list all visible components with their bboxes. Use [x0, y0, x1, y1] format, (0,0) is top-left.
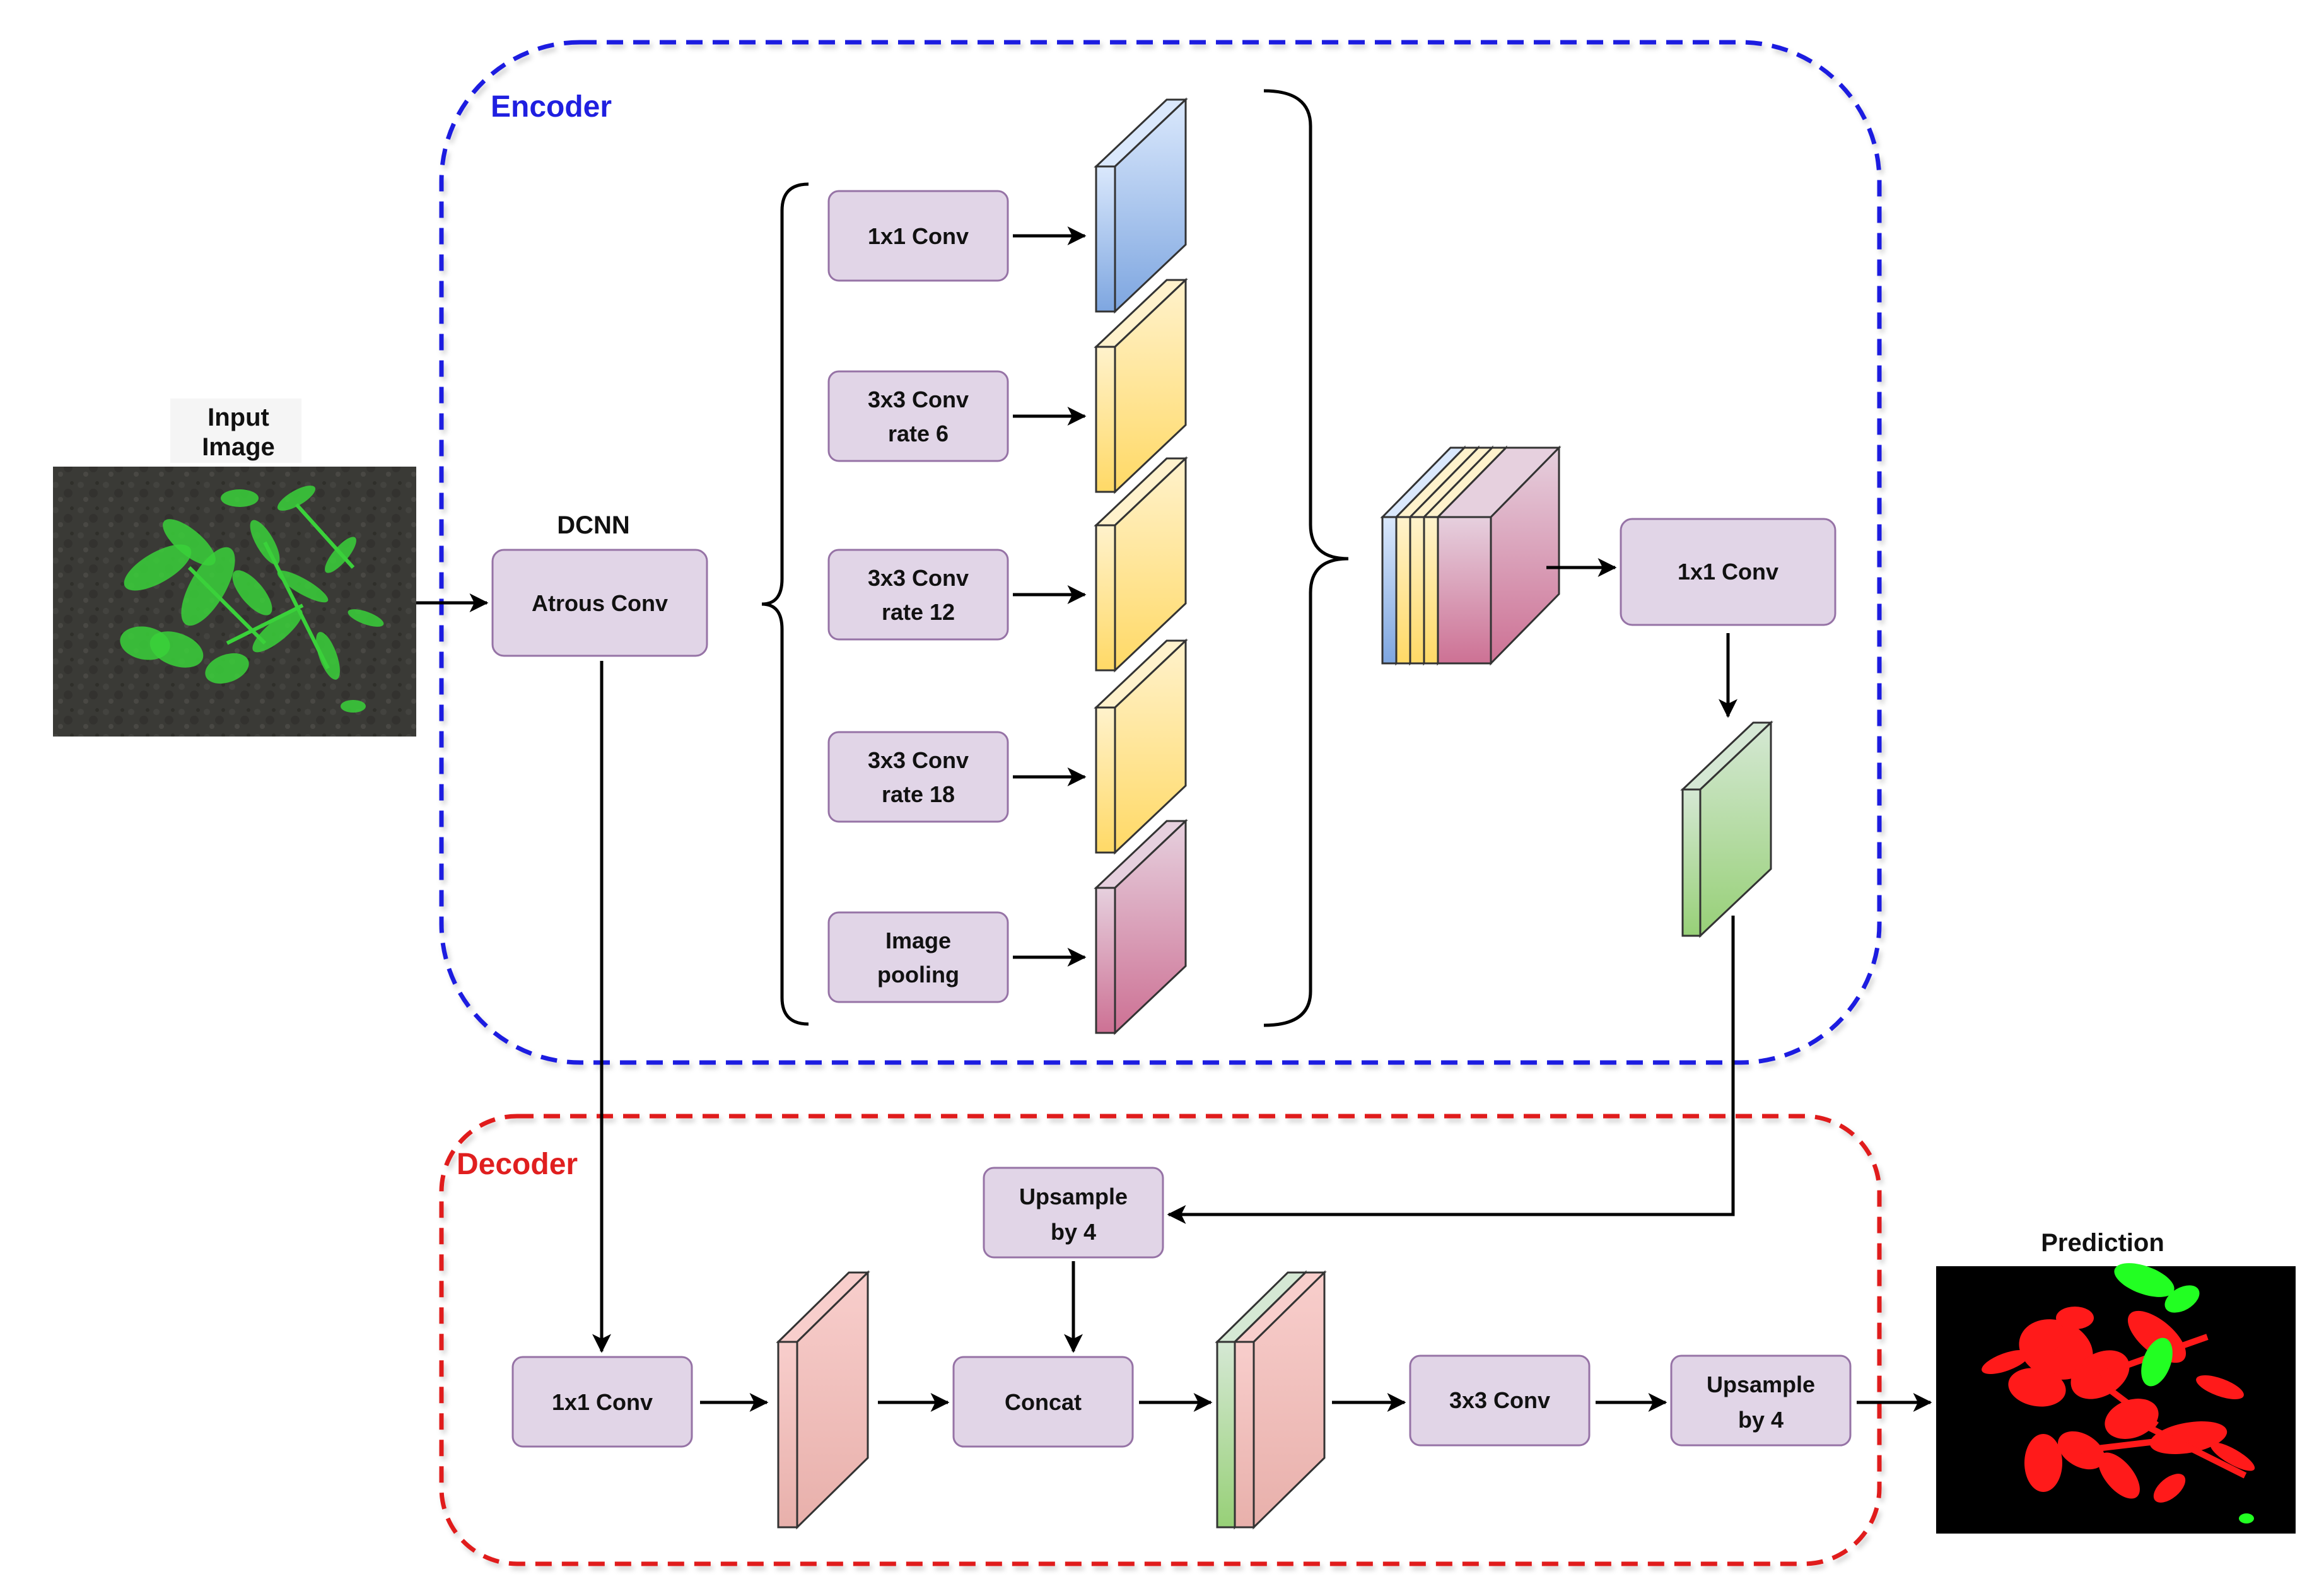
decoder-1x1-conv-label: 1x1 Conv [552, 1389, 653, 1415]
aspp-label-2-line-2: rate 6 [888, 421, 949, 446]
aspp-feature-1 [1094, 97, 1188, 314]
prediction-weed-region-9 [2024, 1434, 2062, 1492]
arrow-green-to-upsample [1167, 916, 1735, 1224]
prediction-weed-region-11 [2153, 1474, 2186, 1503]
plant-stem-2 [263, 541, 330, 670]
encoder-region [439, 40, 1882, 1065]
aspp-right-brace [1263, 89, 1349, 1027]
aspp-label-4-line-2: rate 18 [882, 781, 955, 807]
atrous-conv-label: Atrous Conv [532, 590, 668, 616]
input-plants [120, 486, 384, 713]
aspp-box-5 [827, 911, 1009, 1003]
concat-box: Concat [952, 1356, 1134, 1448]
aspp-label-3-line-2: rate 12 [882, 599, 955, 625]
prediction-image [1936, 1263, 2296, 1534]
prediction-weed-region-8 [2196, 1375, 2244, 1399]
encoder-1x1-conv-label: 1x1 Conv [1678, 559, 1778, 585]
aspp-label-5-line-1: Image [885, 928, 951, 953]
prediction-weed-stem-1 [2054, 1347, 2159, 1428]
aspp-branch-2: 3x3 Conv rate 6 [827, 277, 1188, 494]
plant-leaf-14 [120, 626, 170, 660]
green-feature [1680, 720, 1773, 938]
encoder-label: Encoder [491, 90, 612, 124]
concat-layer-5 [1435, 445, 1562, 666]
input-label-line-2: Image [202, 433, 275, 461]
decoder-3x3-conv-box: 3x3 Conv [1409, 1354, 1591, 1447]
dcnn-label: DCNN [557, 511, 630, 539]
plant-leaf-15 [232, 570, 272, 615]
prediction-weed-stem-4 [2130, 1416, 2247, 1479]
salmon-layer [1232, 1270, 1327, 1530]
aspp-feature-5 [1094, 818, 1188, 1035]
arrows [416, 558, 1932, 1412]
aspp-branch-1: 1x1 Conv [827, 97, 1188, 314]
plant-leaf-13 [347, 609, 384, 627]
aspp-label-5-line-2: pooling [877, 962, 959, 987]
prediction-crop-region-2 [2164, 1285, 2200, 1313]
plant-leaf-16 [341, 700, 366, 713]
aspp-left-brace [761, 182, 809, 1026]
upsample-2-box: Upsample by 4 [1670, 1354, 1852, 1447]
aspp-box-2 [827, 370, 1009, 462]
aspp-branch-3: 3x3 Conv rate 12 [827, 456, 1188, 673]
prediction-weed-region-13 [2210, 1442, 2255, 1471]
decoder-concat-feature [1215, 1270, 1327, 1530]
aspp-branch-5: Image pooling [827, 818, 1188, 1035]
plant-leaf-8 [277, 570, 329, 603]
plant-leaf-1 [124, 544, 192, 591]
upsample-2-label-line-2: by 4 [1738, 1407, 1784, 1433]
input-label-bg [170, 399, 301, 463]
plant-leaf-11 [221, 489, 259, 507]
plant-stem-3 [295, 503, 355, 569]
prediction-segmentation [1982, 1263, 2255, 1523]
aspp-feature-2 [1094, 277, 1188, 494]
aspp-box-1 [827, 190, 1009, 282]
prediction-weed-region-10 [2098, 1452, 2140, 1499]
encoder-concat-stack [1380, 445, 1562, 666]
aspp-box-4 [827, 731, 1009, 823]
aspp-feature-4 [1094, 638, 1188, 855]
atrous-conv-box: Atrous Conv [491, 549, 708, 657]
upsample-1-box: Upsample by 4 [983, 1167, 1164, 1259]
plant-stem-4 [226, 603, 304, 645]
concat-label: Concat [1005, 1389, 1082, 1415]
decoder-1x1-conv-box: 1x1 Conv [511, 1356, 693, 1448]
prediction-crop-region-4 [2239, 1513, 2254, 1523]
upsample-2-label-line-1: Upsample [1707, 1372, 1815, 1397]
upsample-1-label-line-2: by 4 [1051, 1219, 1096, 1245]
encoder-output-feature [1680, 720, 1773, 938]
aspp-label-1: 1x1 Conv [868, 223, 969, 249]
prediction-weed-region-3 [2008, 1368, 2066, 1407]
aspp-branch-4: 3x3 Conv rate 18 [827, 638, 1188, 855]
salmon-feature [776, 1270, 870, 1530]
decoder-low-level-feature [776, 1270, 870, 1530]
prediction-weed-region-12 [1982, 1350, 2029, 1374]
plant-leaf-12 [277, 486, 316, 511]
encoder-1x1-conv-box: 1x1 Conv [1620, 518, 1836, 626]
prediction-label: Prediction [2041, 1229, 2164, 1257]
aspp-feature-3 [1094, 456, 1188, 673]
decoder-region [439, 1114, 1882, 1566]
plant-leaf-2 [163, 519, 216, 566]
plant-leaf-5 [205, 653, 249, 684]
aspp-label-2-line-1: 3x3 Conv [868, 387, 969, 412]
input-label-line-1: Input [207, 404, 269, 431]
prediction-crop-region-3 [2141, 1337, 2173, 1387]
plant-leaf-10 [316, 632, 340, 680]
aspp-label-4-line-1: 3x3 Conv [868, 747, 969, 773]
prediction-crop-region-1 [2114, 1263, 2175, 1297]
aspp-box-3 [827, 549, 1009, 641]
decoder-3x3-conv-label: 3x3 Conv [1449, 1387, 1550, 1413]
input-image [53, 467, 416, 737]
prediction-weed-region-14 [2056, 1307, 2094, 1329]
decoder-label: Decoder [457, 1148, 578, 1181]
upsample-1-label-line-1: Upsample [1019, 1184, 1128, 1209]
aspp-label-3-line-1: 3x3 Conv [868, 565, 969, 591]
